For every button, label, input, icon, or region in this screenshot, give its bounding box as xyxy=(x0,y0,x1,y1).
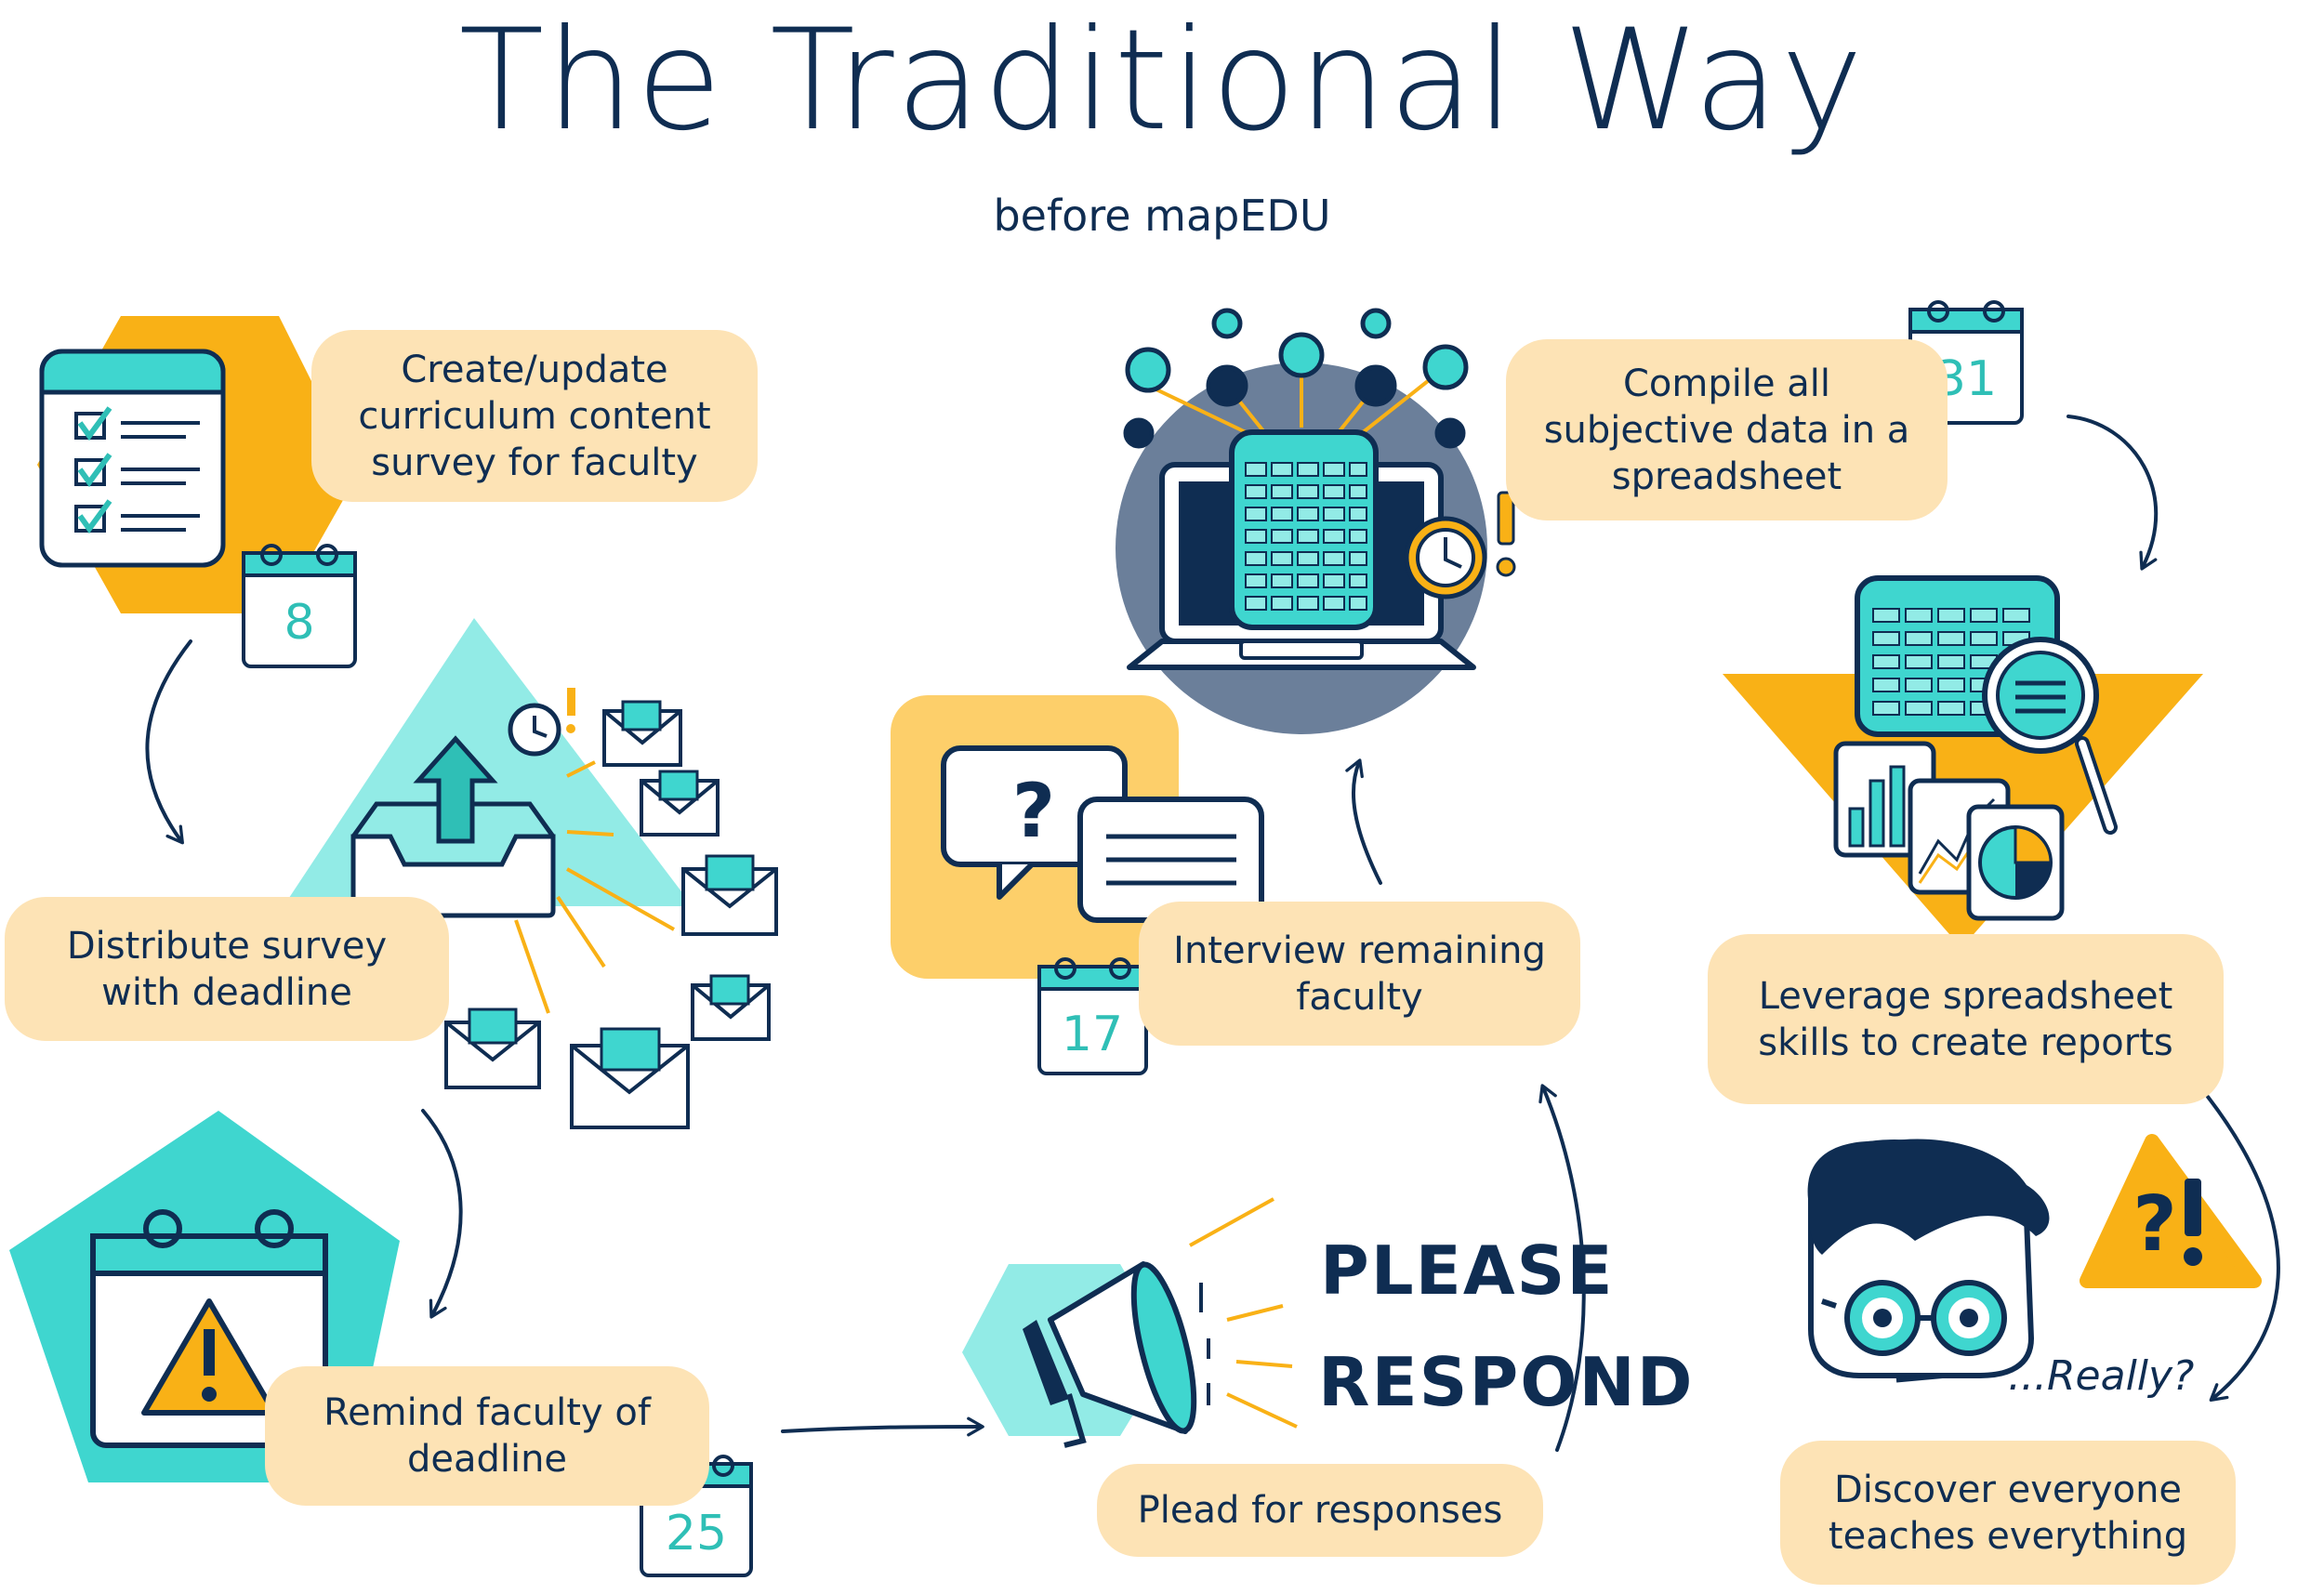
envelope-icon xyxy=(570,1027,690,1129)
step-label-text: Leverage spreadsheet skills to create re… xyxy=(1758,974,2173,1064)
step-7-label: Leverage spreadsheet skills to create re… xyxy=(1708,934,2224,1104)
laptop-group xyxy=(1116,308,1516,734)
page-subtitle: before mapEDU xyxy=(993,191,1331,241)
step-8-label: Discover everyone teaches everything xyxy=(1780,1441,2236,1585)
arrow-6-to-7 xyxy=(2067,415,2159,571)
step-label-text: Distribute survey with deadline xyxy=(66,924,388,1014)
step-1-label: Create/update curriculum content survey … xyxy=(311,330,758,502)
envelope-icon xyxy=(681,854,778,936)
arrow-5-to-6 xyxy=(1345,758,1382,885)
calendar-icon: 8 xyxy=(242,544,357,668)
calendar-day: 8 xyxy=(284,595,314,651)
step-label-text: Compile all subjective data in a spreads… xyxy=(1543,362,1910,498)
megaphone-icon xyxy=(1023,1261,1197,1448)
face-icon xyxy=(1807,1139,2050,1383)
reminder-group: 25 xyxy=(9,1111,753,1577)
step-2-label: Distribute survey with deadline xyxy=(5,897,449,1041)
checklist-group: 8 xyxy=(37,316,358,668)
step-label-text: Plead for responses xyxy=(1137,1489,1503,1532)
clock-icon xyxy=(508,703,561,757)
respond-callout: RESPOND xyxy=(1318,1343,1695,1421)
database-icon xyxy=(1229,429,1379,630)
discovery-group: ? xyxy=(1807,1134,2262,1383)
page-title: The Traditional Way xyxy=(458,0,1866,162)
calendar-icon: 17 xyxy=(1037,957,1148,1075)
please-callout: PLEASE xyxy=(1320,1232,1615,1310)
arrow-7-to-8 xyxy=(2206,1095,2280,1403)
step-label-text: Interview remaining faculty xyxy=(1173,929,1546,1019)
flow-arrows xyxy=(145,415,2280,1452)
step-4-label: Plead for responses xyxy=(1097,1464,1543,1557)
envelope-icon xyxy=(602,700,682,767)
megaphone-group xyxy=(962,1197,1298,1448)
upload-tray-icon xyxy=(350,735,556,918)
arrow-4-to-5 xyxy=(1538,1084,1586,1452)
step-label-text: Remind faculty of deadline xyxy=(324,1391,651,1481)
dash-lines xyxy=(1199,1283,1210,1405)
step-label-text: Create/update curriculum content survey … xyxy=(358,348,711,484)
step-6-label: Compile all subjective data in a spreads… xyxy=(1506,339,1948,520)
clock-icon xyxy=(1404,516,1487,599)
calendar-day: 17 xyxy=(1062,1007,1123,1062)
really-callout: ...Really? xyxy=(2008,1352,2195,1400)
svg-text:?: ? xyxy=(2133,1180,2177,1269)
warning-triangle-icon: ? xyxy=(2080,1134,2262,1288)
step-3-label: Remind faculty of deadline xyxy=(265,1366,709,1506)
reports-group xyxy=(1723,575,2203,948)
envelope-icon xyxy=(691,974,771,1041)
large-calendar-icon xyxy=(90,1209,328,1448)
envelope-icon xyxy=(640,770,720,837)
arrow-3-to-4 xyxy=(781,1416,984,1437)
envelope-icon xyxy=(444,1008,541,1089)
arrow-2-to-3 xyxy=(421,1109,463,1319)
question-bubble-icon: ? xyxy=(941,745,1128,900)
warning-mark-icon xyxy=(566,688,575,733)
calendar-day: 25 xyxy=(666,1506,727,1561)
pie-chart-card-icon xyxy=(1966,804,2065,921)
warning-mark-icon xyxy=(1496,491,1516,577)
inbox-group xyxy=(284,618,778,1129)
network-nodes xyxy=(1123,308,1469,449)
burst-lines xyxy=(1189,1197,1298,1429)
checklist-icon xyxy=(39,349,226,568)
svg-text:?: ? xyxy=(1012,768,1055,854)
magnifier-icon xyxy=(1982,637,2118,835)
burst-lines xyxy=(514,760,675,1014)
step-5-label: Interview remaining faculty xyxy=(1139,902,1580,1046)
step-label-text: Discover everyone teaches everything xyxy=(1828,1468,2188,1558)
arrow-1-to-2 xyxy=(145,639,192,845)
